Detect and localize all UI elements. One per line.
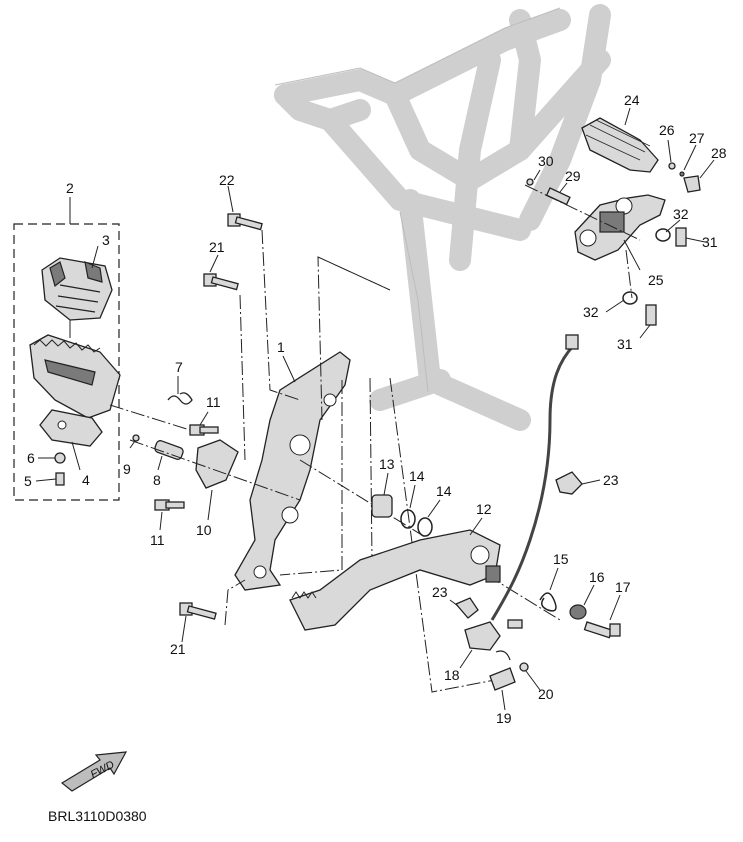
callout-4: 4 [82, 472, 90, 488]
clip-27-part [679, 171, 685, 177]
bolt-11-upper-part [189, 424, 219, 436]
switch-spring-part [507, 619, 523, 629]
diagram-code: BRL3110D0380 [48, 808, 147, 824]
callout-23-lower: 23 [432, 584, 448, 600]
callout-1: 1 [277, 339, 285, 355]
callout-31-lower: 31 [617, 336, 633, 352]
callout-30: 30 [538, 153, 554, 169]
callout-19: 19 [496, 710, 512, 726]
callout-6: 6 [27, 450, 35, 466]
footrest-cover-part [41, 257, 113, 321]
callout-29: 29 [565, 168, 581, 184]
bolt-21-lower-part [179, 602, 217, 620]
callout-9: 9 [123, 461, 131, 477]
callout-2: 2 [66, 180, 74, 196]
washer-16-part [569, 604, 587, 620]
callout-31-upper: 31 [702, 234, 718, 250]
clamp-23-lower-part [454, 597, 479, 619]
footrest-bracket-part [39, 409, 103, 447]
callout-23-upper: 23 [603, 472, 619, 488]
callout-26: 26 [659, 122, 675, 138]
pin-part [154, 440, 184, 460]
plate-28-part [683, 175, 701, 193]
callout-18: 18 [444, 667, 460, 683]
pivot-bracket-part [195, 439, 239, 489]
cotter-pin-part [132, 434, 140, 442]
brake-switch-cable-part [490, 343, 576, 621]
callout-16: 16 [589, 569, 605, 585]
spring-15-part [539, 592, 557, 612]
bolt-31-upper-part [675, 227, 687, 247]
passenger-bracket-part [574, 194, 666, 261]
washer-part [54, 452, 66, 464]
clamp-23-upper-part [555, 471, 583, 495]
callout-24: 24 [624, 92, 640, 108]
callout-21-upper: 21 [209, 239, 225, 255]
callout-20: 20 [538, 686, 554, 702]
callout-11-upper: 11 [206, 394, 221, 410]
bolt-21-upper-part [203, 273, 239, 291]
pin-26-part [668, 162, 676, 170]
brake-switch-part [464, 621, 501, 651]
washer-32-lower-part [622, 291, 638, 305]
bolt-small-part [55, 472, 65, 486]
callout-14-lower: 14 [436, 483, 452, 499]
fwd-arrow-icon [60, 751, 128, 792]
footrest-assy-box [13, 223, 120, 501]
cable-connector-part [565, 334, 579, 350]
frame-ghost [274, 4, 611, 431]
ring-14-upper-part [400, 509, 416, 529]
spring-7-part [167, 392, 193, 405]
brake-pedal-part [289, 529, 501, 631]
callout-12: 12 [476, 501, 492, 517]
footrest-bracket-main-part [234, 351, 351, 591]
ring-14-lower-part [417, 517, 433, 537]
footrest-peg-part [29, 334, 121, 419]
callout-22: 22 [219, 172, 235, 188]
callout-17: 17 [615, 579, 631, 595]
callout-25: 25 [648, 272, 664, 288]
callout-7: 7 [175, 359, 183, 375]
bushing-part [371, 494, 393, 518]
bolt-17-part [583, 621, 621, 639]
passenger-footrest-part [581, 117, 659, 173]
callout-15: 15 [553, 551, 569, 567]
callout-27: 27 [689, 130, 705, 146]
bolt-31-lower-part [645, 304, 657, 326]
callout-3: 3 [102, 232, 110, 248]
callout-32-upper: 32 [673, 206, 689, 222]
callout-5: 5 [24, 473, 32, 489]
callout-28: 28 [711, 145, 727, 161]
callout-10: 10 [196, 522, 212, 538]
cotter-30-part [526, 178, 534, 186]
callout-8: 8 [153, 472, 161, 488]
washer-32-upper-part [655, 228, 671, 242]
callout-14-upper: 14 [409, 468, 425, 484]
callout-32-lower: 32 [583, 304, 599, 320]
screw-20-part [519, 662, 529, 672]
plate-19-part [489, 667, 516, 691]
callout-13: 13 [379, 456, 395, 472]
callout-11-lower: 11 [150, 532, 165, 548]
bolt-22-part [227, 213, 263, 231]
bolt-11-lower-part [154, 499, 185, 511]
callout-21-lower: 21 [170, 641, 186, 657]
